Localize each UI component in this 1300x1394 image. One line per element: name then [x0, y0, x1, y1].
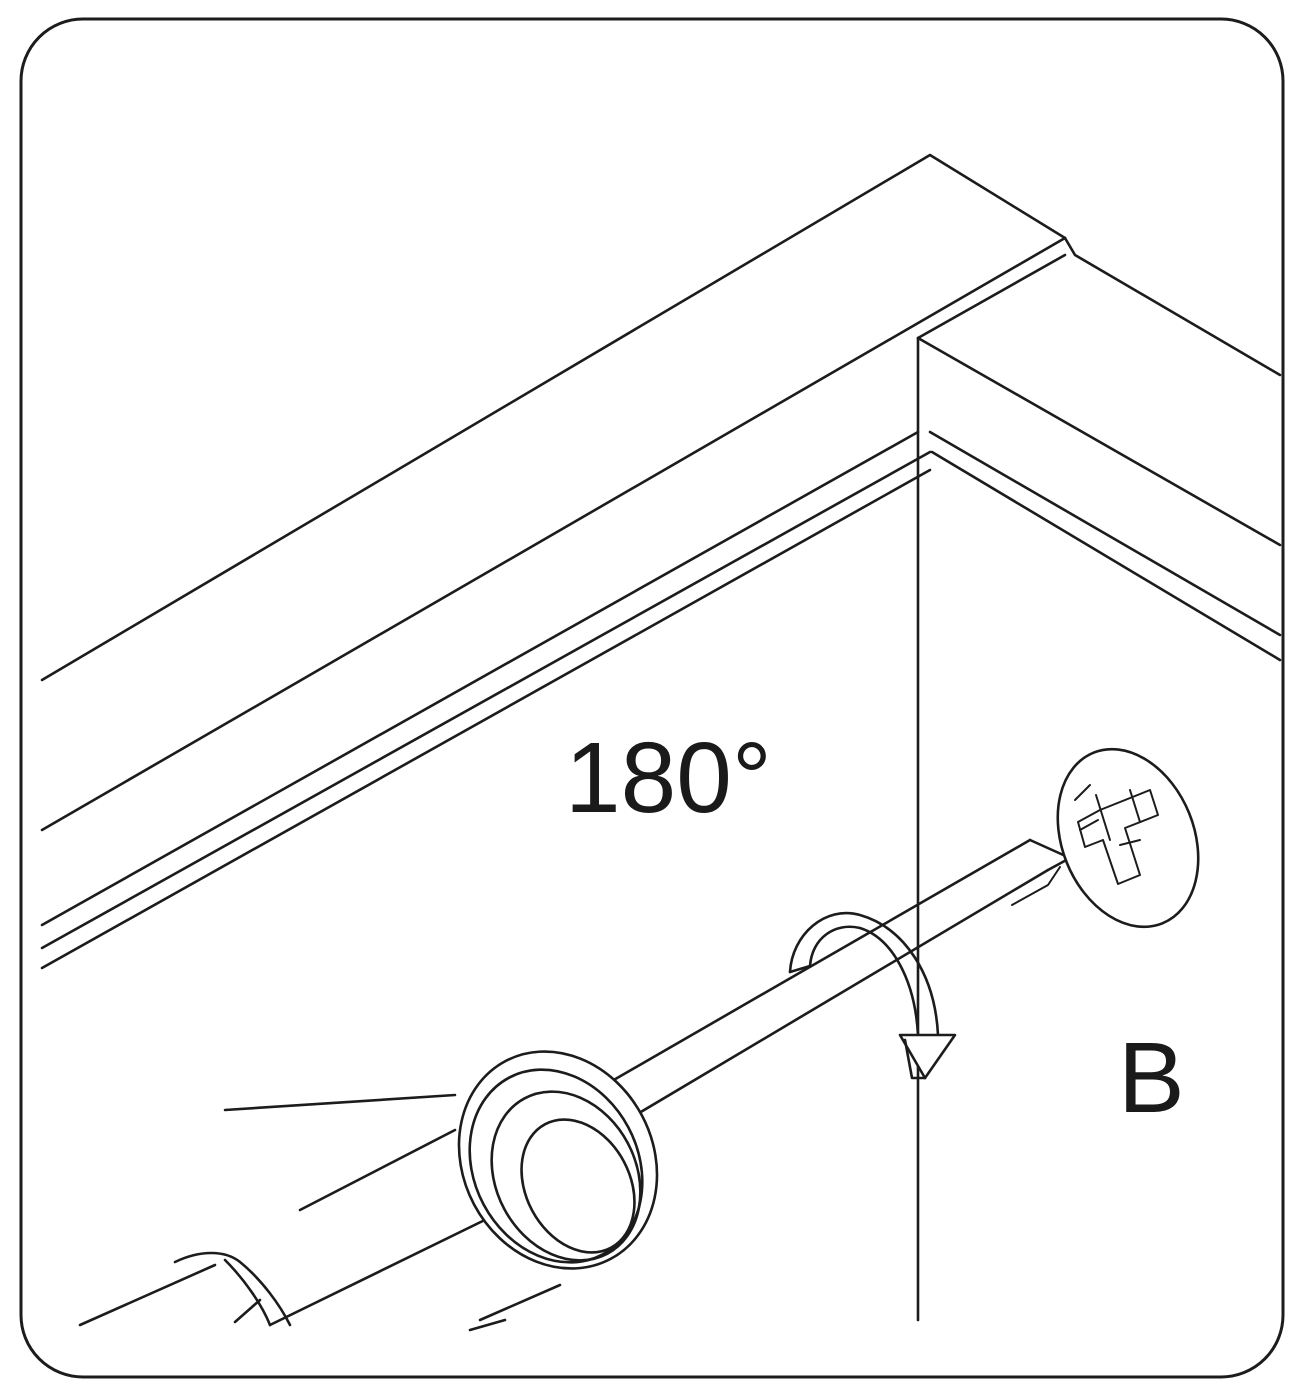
screwdriver-icon [78, 838, 1072, 1332]
rotation-angle-label: 180° [565, 722, 772, 834]
part-b-label: B [1118, 1022, 1185, 1134]
rotation-arrow-icon [788, 911, 957, 1080]
cam-lock-icon [1056, 747, 1200, 929]
frame-border [19, 17, 1285, 1379]
cabinet-top [40, 153, 1282, 1322]
